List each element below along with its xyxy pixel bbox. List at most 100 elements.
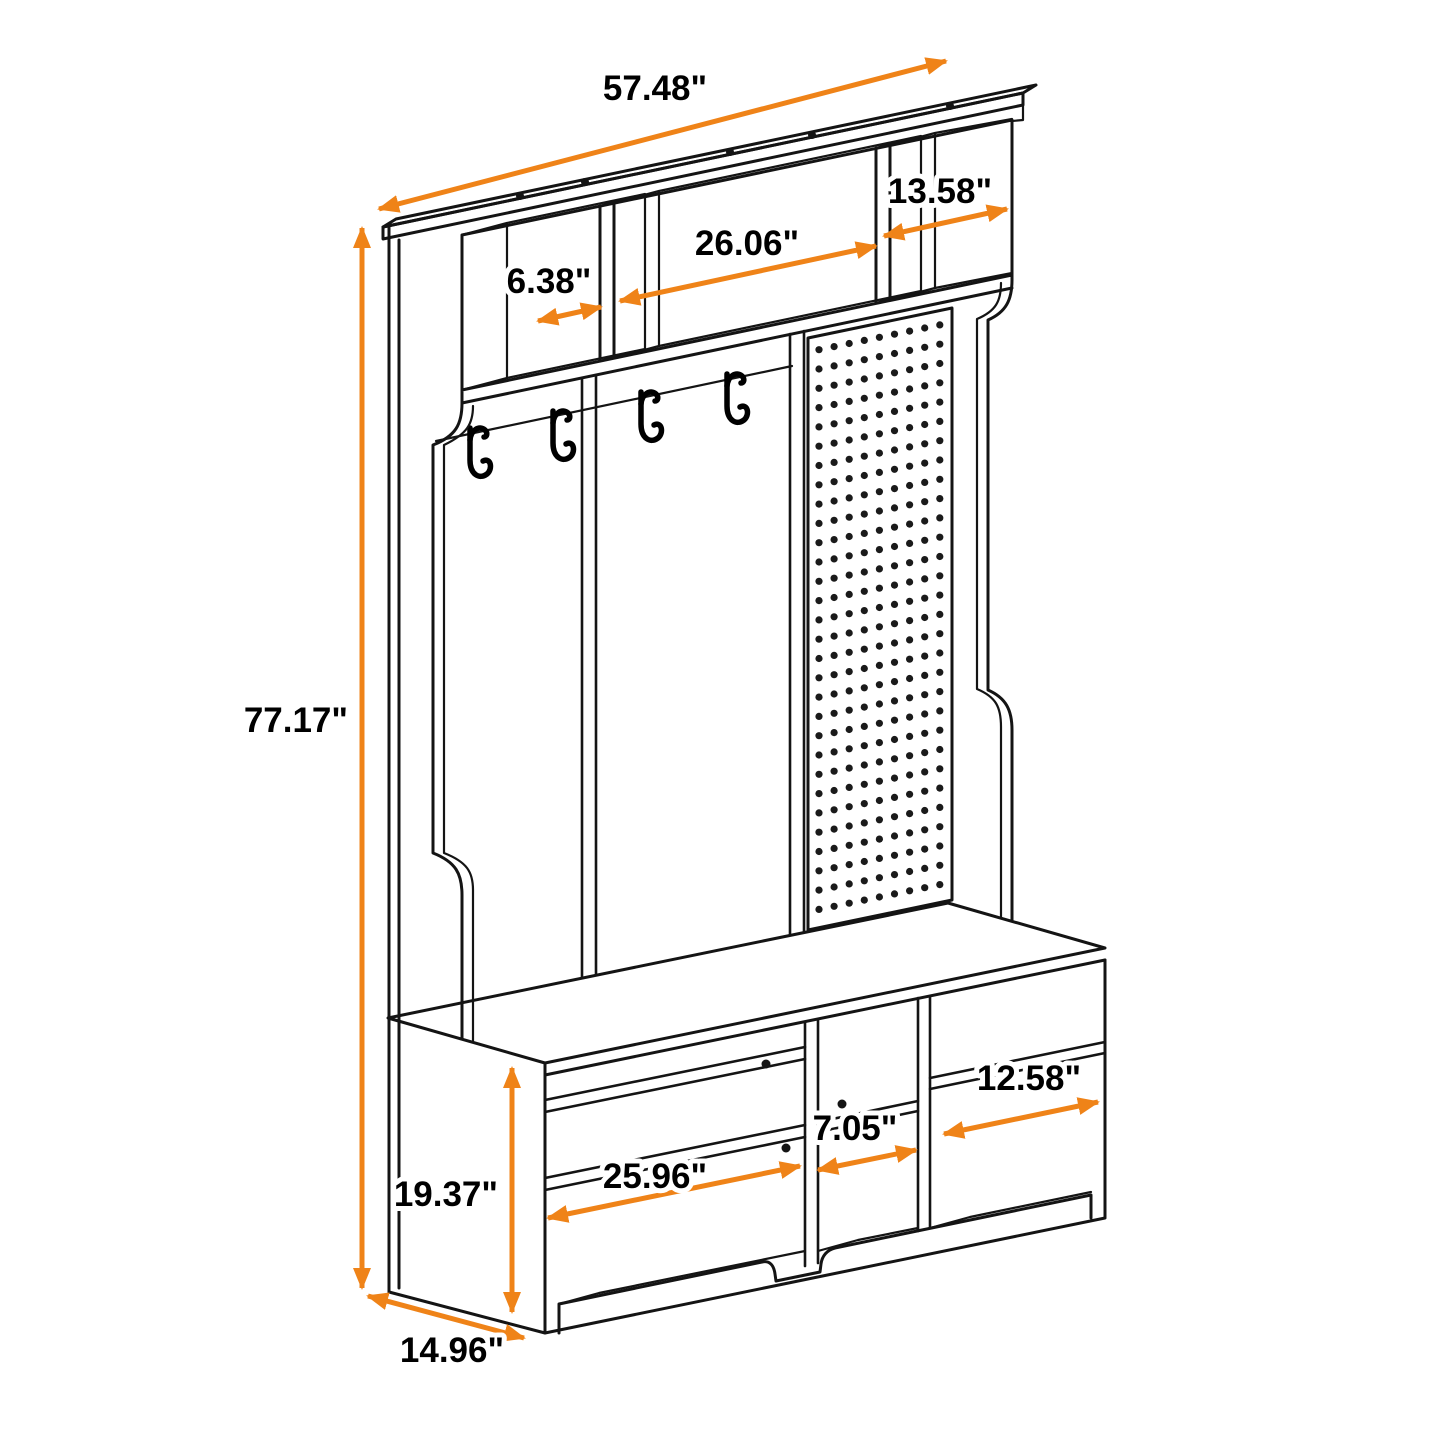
- pegboard-hole: [936, 514, 944, 522]
- bench-interior-hints: [557, 1190, 1093, 1306]
- pegboard-hole: [936, 765, 944, 773]
- pegboard-hole: [830, 574, 838, 582]
- pegboard-hole: [906, 443, 914, 451]
- pegboard-hole: [815, 790, 823, 798]
- pegboard-hole: [830, 381, 838, 389]
- pegboard-hole: [890, 871, 899, 879]
- pegboard-hole: [815, 423, 823, 431]
- pegboard-hole: [906, 732, 914, 741]
- pegboard-hole: [830, 748, 838, 756]
- furniture-outline: [381, 83, 1107, 1335]
- dim-bench-middle: 7.05": [808, 1104, 918, 1175]
- pegboard-hole: [860, 471, 868, 480]
- pegboard-hole: [815, 867, 823, 875]
- pegboard-hole: [815, 828, 823, 836]
- pegboard-hole: [936, 591, 944, 599]
- pegboard-hole: [890, 813, 899, 821]
- pegboard-hole: [921, 671, 929, 680]
- dim-arrow: [546, 1161, 802, 1223]
- pegboard-hole: [921, 864, 929, 873]
- pegboard-hole: [860, 510, 868, 518]
- pegboard-hole: [845, 648, 853, 656]
- pegboard-hole: [906, 752, 914, 760]
- pegboard-hole: [860, 568, 868, 576]
- dim-label: 13.58": [888, 172, 992, 211]
- pegboard-hole: [845, 378, 853, 386]
- pegboard-hole: [906, 867, 914, 876]
- pegboard-hole: [906, 597, 914, 605]
- pegboard-hole: [845, 706, 853, 714]
- pegboard-hole: [921, 768, 929, 776]
- pegboard-hole: [906, 501, 914, 509]
- pegboard-hole: [875, 333, 884, 341]
- pegboard-hole: [875, 681, 884, 689]
- pegboard-hole: [860, 838, 868, 846]
- pegboard-hole: [936, 688, 944, 696]
- pegboard-hole: [875, 758, 884, 766]
- pegboard: [806, 306, 954, 932]
- pegboard-hole: [921, 884, 929, 892]
- pegboard-hole: [936, 572, 944, 580]
- pegboard-hole: [890, 735, 899, 744]
- pegboard-hole: [906, 771, 914, 779]
- pegboard-hole: [845, 552, 853, 560]
- pegboard-hole: [830, 555, 838, 563]
- pegboard-hole: [890, 369, 899, 377]
- pegboard-hole: [875, 584, 884, 592]
- pegboard-hole: [921, 691, 929, 699]
- pegboard-hole: [875, 874, 884, 882]
- pegboard-hole: [815, 751, 823, 759]
- pegboard-hole: [815, 886, 823, 894]
- top-board-front-face: [381, 91, 1025, 241]
- pegboard-hole: [906, 559, 914, 567]
- pegboard-hole: [875, 893, 884, 901]
- pegboard-hole: [936, 437, 944, 445]
- pegboard-hole: [845, 783, 853, 792]
- pegboard-hole: [906, 617, 914, 625]
- pegboard-hole: [845, 610, 853, 618]
- dim-label: 19.37": [394, 1175, 498, 1214]
- pegboard-hole: [845, 841, 853, 849]
- pegboard-hole: [936, 881, 944, 889]
- pegboard-hole: [830, 690, 838, 698]
- pegboard-hole: [845, 629, 853, 637]
- pegboard-hole: [860, 356, 868, 364]
- pegboard-hole: [906, 385, 914, 393]
- coat-hook: [641, 392, 661, 440]
- top-board-right-step: [1010, 103, 1025, 123]
- pegboard-hole: [845, 880, 853, 888]
- pegboard-hole: [815, 384, 823, 392]
- pegboard-hole: [875, 430, 884, 438]
- pegboard-hole: [921, 556, 929, 564]
- screw-hole: [726, 148, 734, 156]
- pegboard-hole: [875, 854, 884, 863]
- pegboard-hole: [936, 475, 944, 483]
- pegboard-hole: [936, 707, 944, 715]
- pegboard-hole: [875, 623, 884, 631]
- pegboard-hole: [830, 400, 838, 409]
- pegboard-hole: [921, 363, 929, 371]
- pegboard-hole: [936, 842, 944, 850]
- pegboard-hole: [906, 694, 914, 702]
- pegboard-hole: [830, 651, 838, 660]
- pegboard-hole: [860, 722, 868, 731]
- pegboard-hole: [860, 800, 868, 808]
- pegboard-hole: [890, 485, 899, 493]
- dim-arrow: [536, 302, 603, 326]
- pegboard-hole: [906, 674, 914, 683]
- pegboard-hole: [921, 845, 929, 853]
- pegboard-hole: [860, 452, 868, 460]
- pegboard-hole: [860, 529, 868, 538]
- bench-dividers: [803, 994, 932, 1268]
- pegboard-hole: [845, 455, 853, 463]
- pegboard-hole: [845, 513, 853, 521]
- pegboard-hole: [860, 549, 868, 557]
- pegboard-hole: [830, 709, 838, 717]
- pegboard-hole: [906, 790, 914, 798]
- dim-top-right-cubby: 13.58": [882, 167, 1009, 241]
- pegboard-hole: [845, 571, 853, 579]
- pegboard-hole: [815, 712, 823, 721]
- cam-hole: [761, 1059, 771, 1069]
- pegboard-hole: [860, 645, 868, 653]
- dim-depth: 14.96": [366, 1292, 526, 1375]
